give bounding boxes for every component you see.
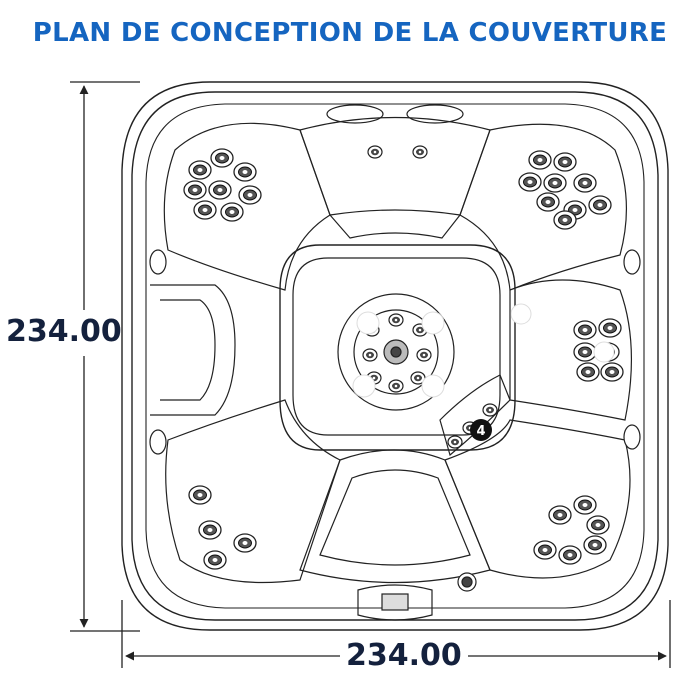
callout-marker: 4	[470, 419, 492, 441]
spa-outline	[121, 81, 669, 631]
seat-contours	[149, 104, 641, 621]
page-title: PLAN DE CONCEPTION DE LA COUVERTURE	[32, 18, 668, 48]
height-dimension: 234.00	[6, 314, 122, 349]
dimension-lines	[70, 81, 671, 668]
callout-label: 4	[476, 424, 485, 439]
cover-markers	[352, 303, 615, 398]
width-dimension: 234.00	[340, 641, 468, 671]
